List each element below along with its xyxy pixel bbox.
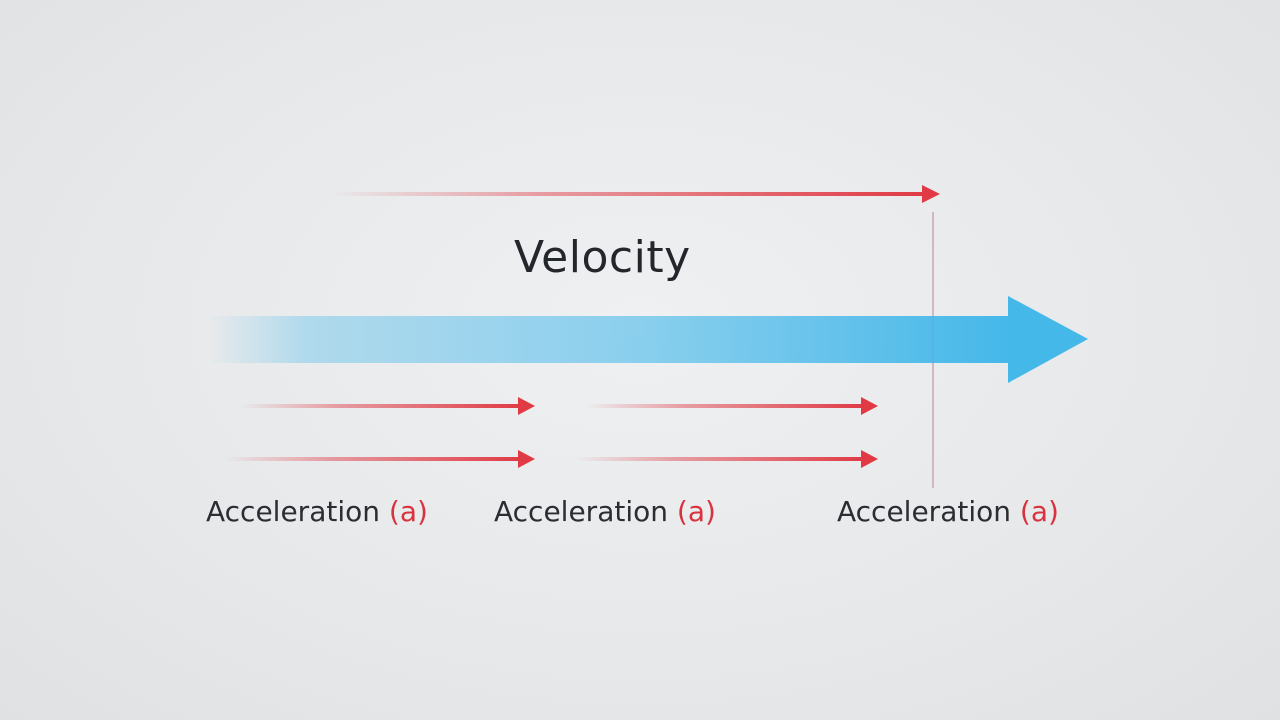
acceleration-symbol: (a) (388, 495, 428, 528)
acceleration-label-text: Acceleration (837, 495, 1011, 528)
acceleration-symbol: (a) (1019, 495, 1059, 528)
acceleration-arrow-row1-right (585, 397, 878, 415)
acceleration-arrow-row2-left (225, 450, 535, 468)
top-acceleration-arrow (330, 185, 940, 203)
velocity-label: Velocity (514, 232, 691, 283)
acceleration-arrow-row2-right (575, 450, 878, 468)
acceleration-label-3: Acceleration (a) (837, 495, 1059, 528)
acceleration-label-1: Acceleration (a) (206, 495, 428, 528)
acceleration-label-2: Acceleration (a) (494, 495, 716, 528)
velocity-arrow (210, 296, 1088, 383)
acceleration-arrow-row1-left (240, 397, 535, 415)
acceleration-symbol: (a) (676, 495, 716, 528)
acceleration-label-text: Acceleration (206, 495, 380, 528)
acceleration-label-text: Acceleration (494, 495, 668, 528)
